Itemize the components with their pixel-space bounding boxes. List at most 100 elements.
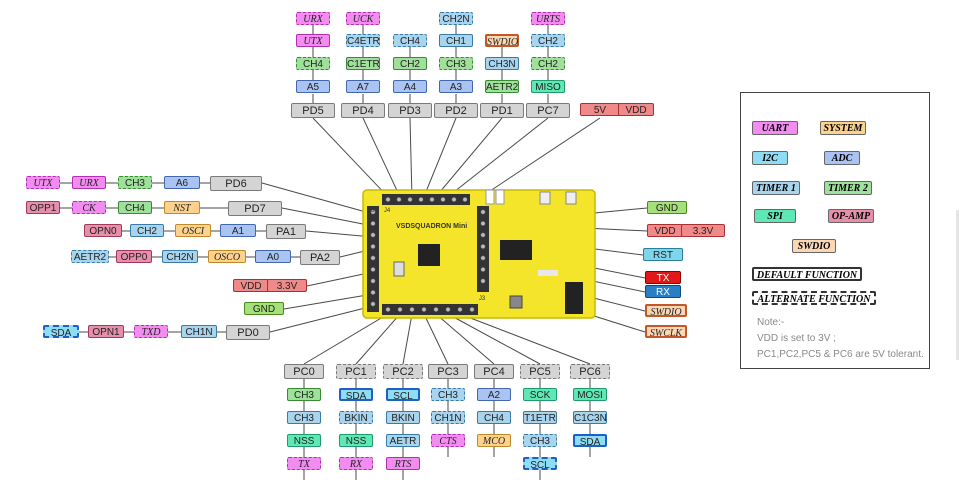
func-pd1-ch3n: CH3N — [485, 57, 519, 70]
func-pd0-sda: SDA — [43, 325, 79, 339]
pin-rst: RST — [643, 248, 683, 261]
pin-pc6: PC6 — [570, 364, 610, 379]
func-pd2-ch1: CH1 — [439, 34, 473, 47]
pin-pc2: PC2 — [383, 364, 423, 379]
pin-rx: RX — [645, 285, 681, 298]
wire-pc7 — [444, 117, 549, 200]
func-pd4-a7: A7 — [346, 80, 380, 93]
func-pc2-scl: SCL — [386, 388, 420, 402]
func-pc2-bkin: BKIN — [386, 411, 420, 424]
func-pc4-mco: MCO — [477, 434, 511, 447]
func-pc5-t1etr: T1ETR — [523, 411, 557, 424]
wire-rst — [482, 234, 644, 256]
wire-pc2 — [402, 313, 413, 365]
pin-pc7: PC7 — [526, 103, 570, 118]
func-pd7-nst: NST — [164, 201, 200, 214]
header-label-top: J4 — [383, 208, 391, 214]
pin-tx: TX — [645, 271, 681, 284]
func-pa1-a1: A1 — [220, 224, 256, 237]
func-pd5-utx: UTX — [296, 34, 330, 47]
func-pc5-sck: SCK — [523, 388, 557, 401]
wire-gnd-left — [283, 293, 374, 310]
wire-pd6 — [261, 182, 374, 215]
func-pc4-a2: A2 — [477, 388, 511, 401]
pin-pa2: PA2 — [300, 250, 340, 265]
func-pd7-opp1: OPP1 — [26, 201, 60, 214]
func-pc6-sda: SDA — [573, 434, 607, 448]
func-pc3-ch3: CH3 — [431, 388, 465, 401]
func-pd4-uck: UCK — [346, 12, 380, 25]
wire-pd4 — [362, 117, 402, 200]
func-pd7-ch4: CH4 — [118, 201, 152, 214]
pin-swdio: SWDIO — [645, 304, 687, 318]
wire-vdd-right — [583, 227, 648, 232]
pin-pd2: PD2 — [434, 103, 478, 118]
wire-pc3 — [423, 313, 449, 365]
pin-pd7: PD7 — [228, 201, 282, 216]
pin-pc3: PC3 — [428, 364, 468, 379]
wire-pc6 — [459, 313, 591, 365]
legend-default-function: DEFAULT FUNCTION — [752, 267, 862, 281]
func-pd3-a4: A4 — [393, 80, 427, 93]
func-pd4-c1etr: C1ETR — [346, 57, 380, 70]
wire-pa1 — [305, 230, 374, 238]
func-pa2-aetr2: AETR2 — [71, 250, 109, 263]
func-pd3-ch2: CH2 — [393, 57, 427, 70]
func-pa2-osco: OSCO — [208, 250, 246, 263]
func-pd6-a6: A6 — [164, 176, 200, 189]
wire-gnd-right — [583, 207, 648, 215]
power-3v3-left: 3.3V — [267, 279, 307, 292]
func-pd1-swdio: SWDIO — [485, 34, 519, 48]
legend-system: SYSTEM — [820, 121, 866, 135]
func-pa2-a0: A0 — [255, 250, 291, 263]
func-pc5-ch3: CH3 — [523, 434, 557, 447]
func-pc1-rx: RX — [339, 457, 373, 470]
func-pc2-aetr: AETR — [386, 434, 420, 447]
wire-vdd-left — [306, 271, 374, 287]
note-line-1: VDD is set to 3V ; — [757, 333, 836, 344]
pin-pd3: PD3 — [388, 103, 432, 118]
legend-uart: UART — [752, 121, 798, 135]
func-pd5-ch4: CH4 — [296, 57, 330, 70]
wire-pd3 — [409, 117, 413, 200]
pin-pd1: PD1 — [480, 103, 524, 118]
legend-box: UART SYSTEM I2C ADC TIMER 1 TIMER 2 SPI … — [740, 92, 930, 369]
pin-pd4: PD4 — [341, 103, 385, 118]
func-pd1-aetr2: AETR2 — [485, 80, 519, 93]
func-pd5-urx: URX — [296, 12, 330, 25]
func-pd4-c4etr: C4ETR — [346, 34, 380, 47]
legend-swdio: SWDIO — [792, 239, 836, 253]
board-name: VSDSQUADRON Mini — [396, 223, 468, 230]
legend-timer1: TIMER 1 — [752, 181, 800, 195]
func-pc2-rts: RTS — [386, 457, 420, 470]
func-pd3-ch4: CH4 — [393, 34, 427, 47]
func-pc5-scl: SCL — [523, 457, 557, 471]
func-pc0-tx: TX — [287, 457, 321, 470]
legend-adc: ADC — [824, 151, 860, 165]
wire-pd1 — [433, 117, 503, 200]
wire-swdio — [482, 269, 646, 312]
pin-pd6: PD6 — [210, 176, 262, 191]
legend-spi: SPI — [754, 209, 796, 223]
note-line-2: PC1,PC2,PC5 & PC6 are 5V tolerant. — [757, 349, 924, 360]
legend-opamp: OP-AMP — [828, 209, 874, 223]
func-pd6-urx: URX — [72, 176, 106, 189]
wire-5v — [477, 117, 601, 200]
func-pc1-sda: SDA — [339, 388, 373, 402]
func-pd6-ch3: CH3 — [118, 176, 152, 189]
pin-pd5: PD5 — [291, 103, 335, 118]
func-pd0-txd: TXD — [134, 325, 168, 338]
func-pc6-c1c3n: C1C3N — [573, 411, 607, 424]
func-pc0-nss: NSS — [287, 434, 321, 447]
func-pd6-utx: UTX — [26, 176, 60, 189]
func-pa1-opn0: OPN0 — [84, 224, 122, 237]
func-pa2-ch2n: CH2N — [162, 250, 198, 263]
power-vdd-left: VDD — [233, 279, 269, 292]
func-pa1-ch2: CH2 — [130, 224, 164, 237]
func-pd2-ch2n: CH2N — [439, 12, 473, 25]
pin-pd0: PD0 — [226, 325, 270, 340]
pin-5v: 5V — [580, 103, 620, 116]
wire-rx — [482, 257, 646, 293]
func-pc4-ch4: CH4 — [477, 411, 511, 424]
